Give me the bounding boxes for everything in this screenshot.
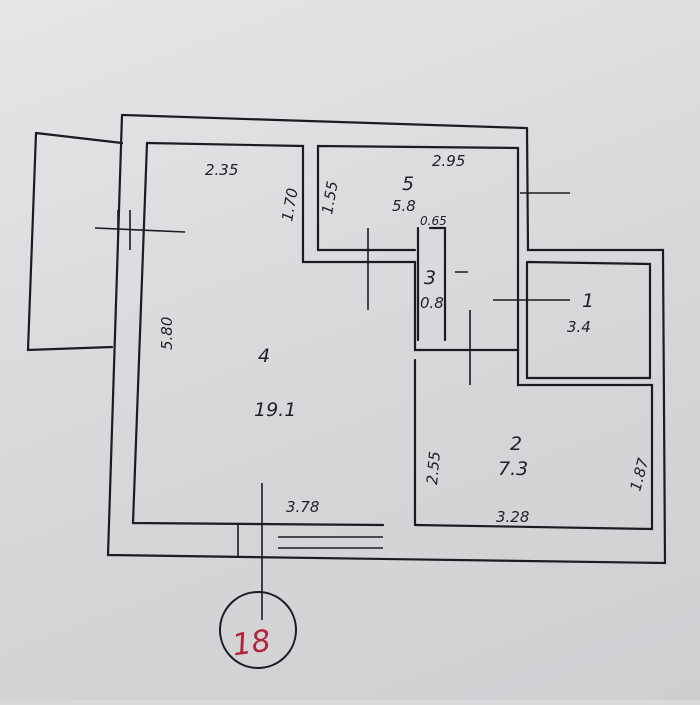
dim-room4-top: 2.35 (205, 161, 238, 179)
room-5-number: 5 (402, 173, 414, 195)
dim-room4-left: 5.80 (158, 317, 176, 350)
room-5-area: 5.8 (392, 197, 416, 215)
dim-room4-right-upper: 1.70 (278, 187, 302, 223)
room-3-area: 0.8 (420, 294, 444, 312)
room-1: 1 3.4 (567, 290, 594, 336)
walls (26, 113, 667, 620)
dim-room2-left: 2.55 (423, 451, 444, 486)
room-1-number: 1 (582, 290, 594, 312)
room-1-area: 3.4 (567, 318, 591, 336)
stamp-number: 18 (230, 623, 273, 663)
dim-room3-top: 0.65 (420, 214, 447, 228)
room-3: 3 0.8 (420, 267, 444, 312)
room-2-area: 7.3 (498, 458, 528, 480)
room-4-number: 4 (258, 345, 270, 367)
room-2-number: 2 (510, 433, 522, 455)
dim-room5-top: 2.95 (432, 152, 465, 170)
room-3-number: 3 (424, 267, 436, 289)
dim-room2-right: 1.87 (626, 456, 652, 493)
room-2: 2 7.3 (498, 433, 528, 480)
room-5: 5 5.8 (392, 173, 416, 215)
dim-room2-bottom: 3.28 (496, 508, 529, 526)
room-4: 4 19.1 (254, 345, 296, 421)
plan-number-stamp: 18 (219, 591, 297, 669)
dim-room5-left: 1.55 (318, 180, 342, 216)
dim-room4-bottom: 3.78 (286, 498, 319, 516)
room-4-area: 19.1 (254, 399, 296, 421)
